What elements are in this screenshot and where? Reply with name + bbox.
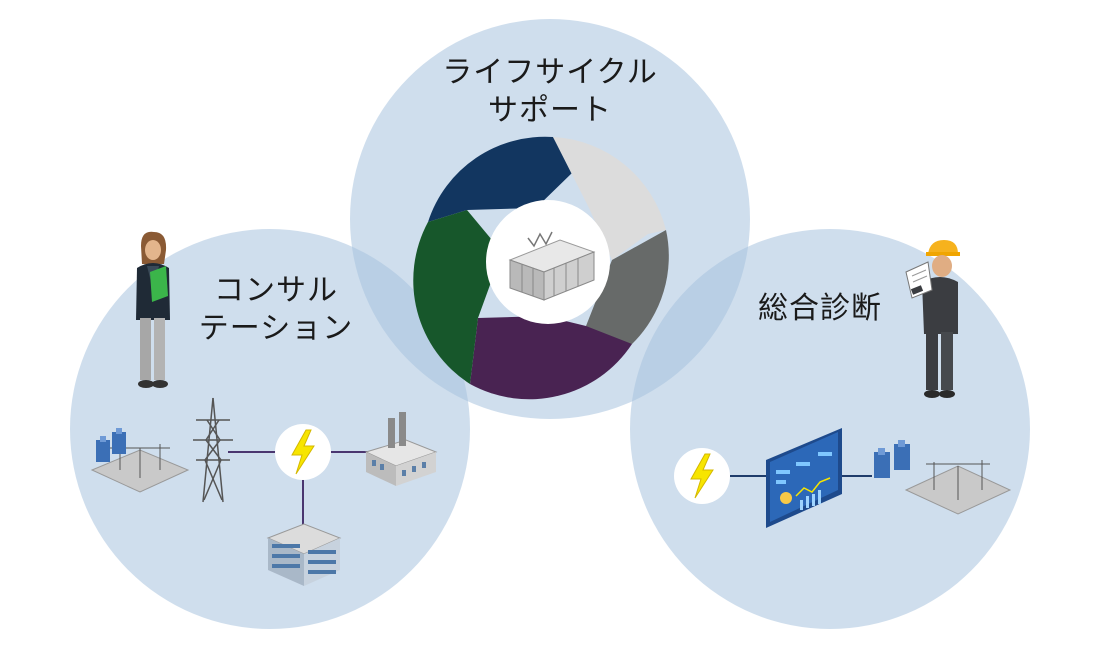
monitoring-dashboard-icon xyxy=(766,428,842,528)
consultation-label-line1: コンサル xyxy=(214,273,338,308)
diagnosis-label: 総合診断 xyxy=(750,290,890,328)
consultant-woman-icon xyxy=(136,231,170,388)
lightning-icon-right xyxy=(674,448,730,504)
substation-icon xyxy=(90,428,190,493)
lifecycle-cycle xyxy=(413,136,669,400)
consultation-label: コンサル テーション xyxy=(186,272,366,348)
engineer-helmet-icon xyxy=(905,240,960,398)
lightning-icon-left xyxy=(275,424,331,480)
diagnosis-label-text: 総合診断 xyxy=(758,291,882,326)
office-building-icon xyxy=(266,523,342,586)
factory-icon xyxy=(364,412,438,486)
consultation-circle xyxy=(70,229,470,629)
consultation-network-lines xyxy=(228,451,368,530)
cycle-segment-purple xyxy=(470,316,632,400)
cycle-segment-green xyxy=(413,210,502,384)
cycle-segment-lightgray xyxy=(553,137,666,260)
cycle-segment-darkgray xyxy=(586,230,669,346)
consultation-label-line2: テーション xyxy=(198,311,354,346)
lifecycle-label-line2: サポート xyxy=(488,93,612,128)
power-cabinet-icon xyxy=(508,231,596,301)
transmission-tower-icon xyxy=(193,397,233,503)
lifecycle-label-line1: ライフサイクル xyxy=(442,55,658,90)
cycle-segment-navy xyxy=(428,136,573,222)
lifecycle-label: ライフサイクル サポート xyxy=(430,54,670,130)
substation-icon-right xyxy=(874,440,1012,515)
